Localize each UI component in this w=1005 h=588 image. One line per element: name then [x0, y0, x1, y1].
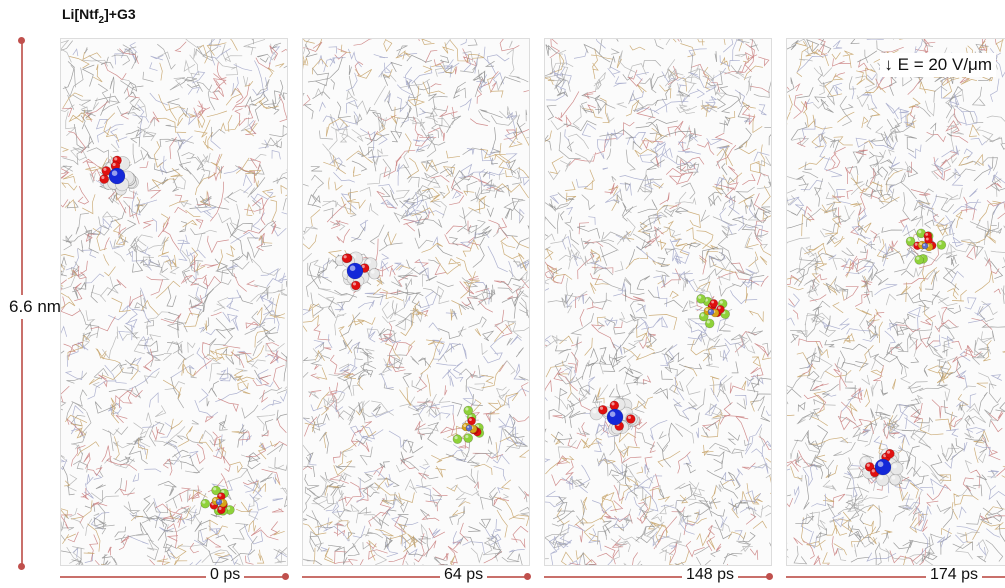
time-axis-148: 148 ps — [544, 566, 776, 588]
electric-field-label: ↓ E = 20 V/μm — [880, 53, 996, 77]
ntf2-anion — [452, 405, 485, 444]
ntf2-anion — [200, 485, 235, 516]
time-label: 174 ps — [926, 566, 983, 584]
figure-title: Li[Ntf2]+G3 — [62, 6, 136, 26]
time-axis-dot — [282, 573, 289, 580]
snapshot-panel-148ps — [544, 38, 772, 566]
time-axis-line — [544, 576, 770, 578]
md-snapshot — [545, 39, 771, 565]
time-axis-dot — [766, 573, 773, 580]
li-glyme-complex — [859, 448, 904, 487]
snapshot-panel-0ps — [60, 38, 288, 566]
scale-bar-bottom-dot — [18, 563, 25, 570]
time-label: 0 ps — [206, 566, 245, 584]
snapshot-panel-174ps: ↓ E = 20 V/μm — [786, 38, 1005, 566]
scale-bar-top-dot — [18, 37, 25, 44]
li-glyme-complex — [589, 397, 640, 436]
time-axis-line — [60, 576, 286, 578]
li-glyme-complex — [334, 251, 380, 292]
time-label: 148 ps — [682, 566, 739, 584]
time-label: 64 ps — [440, 566, 488, 584]
solvent-network — [303, 39, 529, 565]
solvent-network — [787, 39, 1005, 565]
time-axis-line — [302, 576, 528, 578]
scale-bar-label: 6.6 nm — [9, 295, 61, 319]
md-snapshot — [303, 39, 529, 565]
md-snapshot — [787, 39, 1005, 565]
md-snapshot — [61, 39, 287, 565]
ntf2-anion — [905, 228, 947, 265]
time-axis-64: 64 ps — [302, 566, 534, 588]
li-glyme-complex — [99, 155, 139, 196]
ntf2-anion — [696, 294, 730, 329]
snapshot-panel-64ps — [302, 38, 530, 566]
time-axis-dot — [524, 573, 531, 580]
time-axis-0: 0 ps — [60, 566, 292, 588]
solvent-network — [545, 39, 771, 565]
time-axis-174: 174 ps — [786, 566, 1005, 588]
time-axis-line — [786, 576, 1005, 578]
solvent-network — [61, 39, 287, 565]
